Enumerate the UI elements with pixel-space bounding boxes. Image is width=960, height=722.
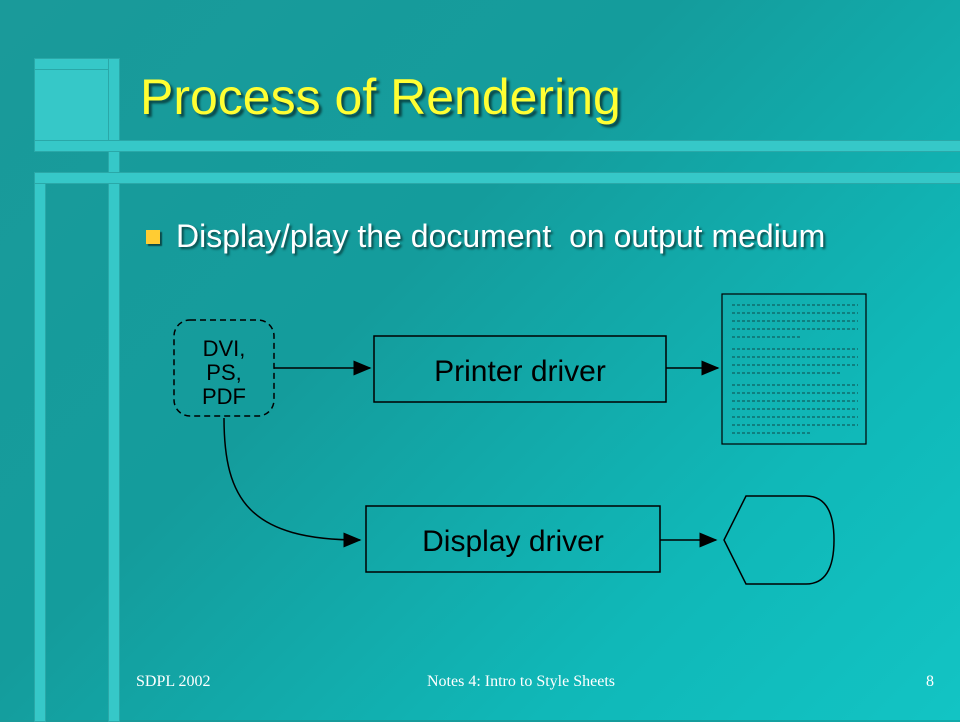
- slide-title: Process of Rendering: [140, 69, 621, 125]
- source-format-line-3: PDF: [202, 384, 246, 409]
- display-driver-label: Display driver: [422, 525, 604, 558]
- printer-driver-box: [373, 335, 667, 403]
- footer-page-number: 8: [926, 673, 934, 690]
- footer-center: Notes 4: Intro to Style Sheets: [427, 673, 615, 690]
- source-format-line-1: DVI,: [203, 336, 246, 361]
- source-format-line-2: PS,: [206, 360, 241, 385]
- printed-page-icon: [721, 293, 867, 445]
- bullet-item: Display/play the document on output medi…: [146, 218, 825, 255]
- bullet-text: Display/play the document on output medi…: [176, 218, 826, 254]
- bullet-square-icon: [146, 229, 160, 244]
- arrow-to-display-driver: [223, 417, 362, 548]
- footer-left: SDPL 2002: [136, 673, 211, 690]
- frame-bar-left: [34, 58, 112, 152]
- frame-bar-divider: [34, 140, 960, 152]
- frame-bar-lower: [34, 172, 960, 184]
- display-screen-icon: [723, 495, 835, 585]
- printer-driver-label: Printer driver: [434, 355, 606, 388]
- display-driver-box: [365, 505, 661, 573]
